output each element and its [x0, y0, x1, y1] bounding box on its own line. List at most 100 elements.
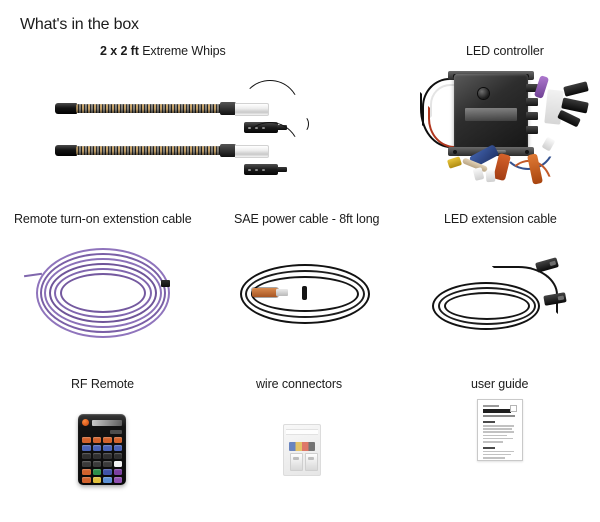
guide-brand-line	[483, 405, 499, 407]
coil-loop	[60, 273, 146, 313]
bag-label	[289, 442, 315, 451]
photo-led-extension-cable	[432, 257, 572, 334]
controller-pair-button[interactable]	[478, 88, 489, 99]
photo-wire-connectors	[283, 424, 321, 476]
remote-key-0-0[interactable]	[82, 437, 91, 443]
photo-rf-remote	[78, 414, 126, 485]
guide-text-line	[483, 440, 504, 443]
extension-cable-connector	[543, 292, 567, 306]
sae-cable-loop	[245, 270, 365, 318]
remote-key-2-2[interactable]	[103, 453, 112, 459]
whip-collar	[220, 144, 236, 157]
guide-text-line	[483, 450, 514, 453]
remote-key-4-0[interactable]	[82, 469, 91, 475]
controller-brand-logo	[465, 108, 517, 121]
whip-led-body	[76, 104, 221, 113]
whip-lead-wire	[241, 80, 299, 108]
remote-key-1-1[interactable]	[92, 445, 101, 451]
item-label-rf-remote: RF Remote	[71, 377, 135, 391]
remote-key-2-0[interactable]	[82, 453, 91, 459]
item-label-led-extension-cable: LED extension cable	[444, 212, 557, 226]
controller-output-port	[526, 112, 538, 120]
remote-key-4-1[interactable]	[92, 469, 101, 475]
remote-key-5-1[interactable]	[92, 477, 101, 483]
whip-lead-wire	[241, 122, 299, 150]
sae-connector-tip	[276, 289, 288, 296]
whip-led-body	[76, 146, 221, 155]
sae-cable-loop	[240, 264, 370, 324]
coil-loop	[49, 263, 157, 323]
guide-text-line	[483, 425, 515, 427]
controller-black-connector	[557, 109, 581, 128]
user-guide-page	[477, 399, 523, 461]
item-label-sae-power-cable: SAE power cable - 8ft long	[234, 212, 380, 226]
whip-connector-module	[244, 164, 287, 175]
remote-key-5-0[interactable]	[82, 477, 91, 483]
controller-output-port	[526, 98, 538, 106]
whip-end-cap	[55, 103, 77, 114]
remote-key-3-0[interactable]	[82, 461, 91, 467]
controller-yellow-wire	[446, 156, 463, 169]
photo-remote-turn-on-extension-cable	[23, 246, 174, 346]
guide-section-heading	[483, 446, 495, 449]
guide-title-line	[483, 409, 511, 413]
remote-key-2-1[interactable]	[92, 453, 101, 459]
bag-zip-seal	[286, 429, 318, 435]
whip-collar	[220, 102, 236, 115]
power-button-icon[interactable]	[82, 419, 89, 426]
remote-key-0-2[interactable]	[103, 437, 112, 443]
remote-key-3-3[interactable]	[113, 461, 122, 467]
remote-key-3-1[interactable]	[92, 461, 101, 467]
item-label-extreme-whips: 2 x 2 ft Extreme Whips	[100, 44, 226, 58]
photo-user-guide	[477, 399, 523, 461]
guide-text-line	[483, 453, 511, 456]
remote-key-1-2[interactable]	[103, 445, 112, 451]
remote-key-4-3[interactable]	[113, 469, 122, 475]
remote-key-0-1[interactable]	[92, 437, 101, 443]
guide-text-line	[483, 428, 513, 430]
guide-subtitle-line	[483, 415, 515, 417]
remote-brand-logo	[92, 419, 122, 426]
remote-key-0-3[interactable]	[113, 437, 122, 443]
extension-cable-connector	[535, 257, 559, 273]
remote-housing	[78, 414, 126, 485]
remote-key-1-0[interactable]	[82, 445, 91, 451]
whip-tail-wire	[287, 116, 309, 132]
coil-loop	[44, 258, 162, 328]
photo-sae-power-cable	[238, 262, 370, 334]
controller-red-wire	[428, 106, 466, 148]
photo-led-controller	[418, 62, 590, 192]
coil-cable-tie	[161, 280, 170, 287]
item-label-remote-turn-on-cable: Remote turn-on extenstion cable	[14, 212, 192, 226]
remote-key-4-2[interactable]	[103, 469, 112, 475]
coil-loop	[54, 268, 152, 318]
coil-loop	[40, 253, 166, 333]
item-label-wire-connectors: wire connectors	[256, 377, 343, 391]
controller-output-port	[526, 84, 538, 92]
controller-black-connector	[563, 81, 589, 97]
guide-text-line	[483, 437, 513, 440]
wire-connector-clip	[290, 453, 303, 471]
remote-button-grid[interactable]	[82, 437, 122, 483]
guide-section-heading	[483, 421, 495, 423]
led-whip-lower	[55, 122, 299, 175]
remote-key-5-3[interactable]	[113, 477, 122, 483]
guide-text-line	[483, 456, 506, 459]
remote-key-5-2[interactable]	[103, 477, 112, 483]
guide-text-line	[483, 434, 507, 437]
extension-cable-arm	[492, 266, 558, 314]
photo-extreme-whips	[55, 70, 309, 180]
controller-blue-wire-loop	[502, 146, 554, 170]
sae-connector	[252, 288, 278, 297]
coil-loop	[36, 248, 170, 338]
wire-connector-clip	[305, 453, 318, 471]
item-label-led-controller: LED controller	[466, 44, 544, 58]
remote-key-1-3[interactable]	[113, 445, 122, 451]
remote-key-2-3[interactable]	[113, 453, 122, 459]
whips-size-value: 2 x 2 ft	[100, 44, 139, 58]
remote-key-3-2[interactable]	[103, 461, 112, 467]
guide-text-line	[483, 431, 514, 433]
guide-corner-mark	[510, 405, 517, 412]
whip-end-cap	[55, 145, 77, 156]
